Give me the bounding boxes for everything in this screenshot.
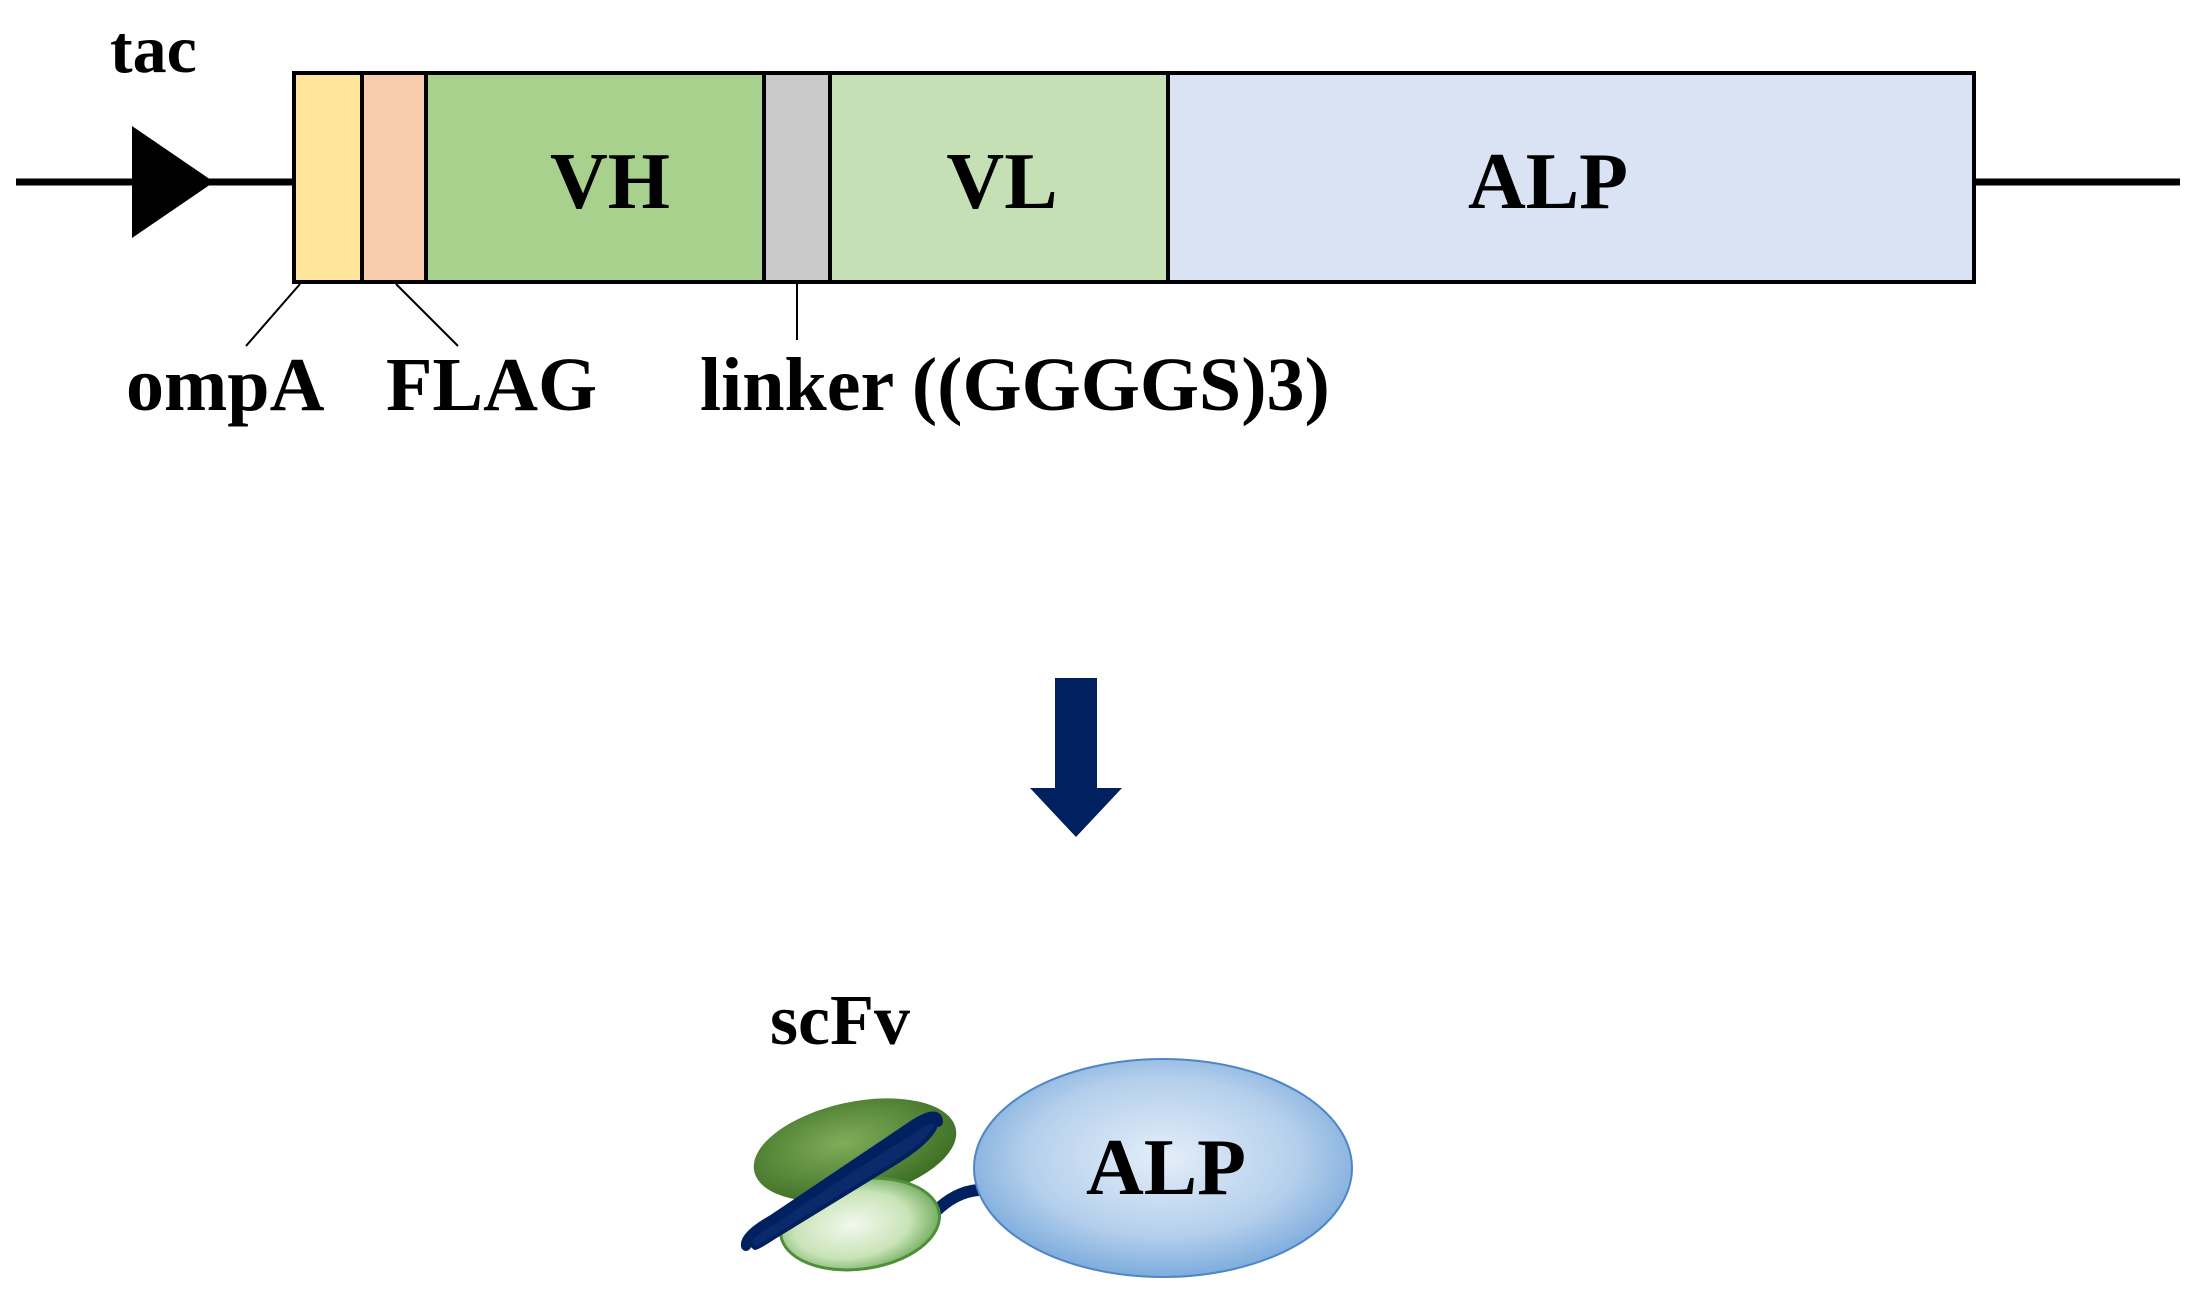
vh-domain-icon <box>753 1098 957 1202</box>
scfv-label: scFv <box>770 980 910 1060</box>
tac-promoter-arrow-icon <box>132 126 214 238</box>
gene-construct: tac VH VL ALP ompA FLAG linker ((GGGGS)3… <box>16 11 2180 427</box>
segment-FLAG <box>360 71 428 284</box>
scfv-linker-outline <box>740 1111 943 1251</box>
segment-label-VL: VL <box>946 138 1057 226</box>
callout-label-linker: linker ((GGGGS)3) <box>700 343 1330 427</box>
callout-line-ompA <box>245 283 301 347</box>
callout-line-FLAG <box>395 283 459 347</box>
segment-label-ALP: ALP <box>1468 138 1628 226</box>
segment-VH <box>424 71 766 284</box>
segment-label-VH: VH <box>550 138 670 226</box>
fusion-protein: scFv ALP <box>740 980 1353 1278</box>
alp-domain-label: ALP <box>1086 1124 1246 1212</box>
callout-label-ompA: ompA <box>126 343 325 427</box>
alp-linker-icon <box>929 1184 984 1218</box>
segment-VL <box>828 71 1170 284</box>
callout-label-FLAG: FLAG <box>386 343 597 427</box>
segment-ALP <box>1166 71 1976 284</box>
down-arrow-icon <box>1030 678 1122 837</box>
promoter-label: tac <box>110 11 197 87</box>
segment-ompA <box>292 71 364 284</box>
alp-domain-icon <box>973 1058 1353 1278</box>
translation-arrow <box>1030 678 1122 837</box>
segment-linker <box>762 71 832 284</box>
